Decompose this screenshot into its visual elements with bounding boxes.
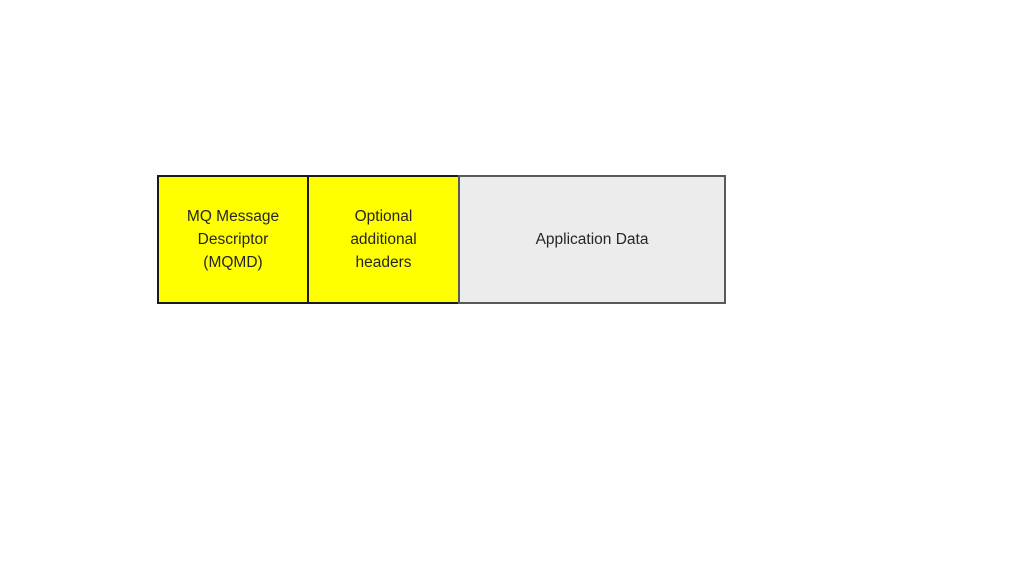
box-label-line: Optional (354, 208, 413, 225)
box-label-line: headers (355, 254, 412, 271)
box-label-line: Descriptor (197, 231, 269, 248)
box-label-line: (MQMD) (203, 254, 263, 271)
box-label-line: Application Data (535, 231, 649, 248)
box-application-data: Application Data (458, 175, 726, 304)
box-label-line: MQ Message (186, 208, 280, 225)
mq-message-structure-diagram: MQ Message Descriptor (MQMD) Optional ad… (157, 175, 726, 304)
box-label-line: additional (350, 231, 417, 248)
box-optional-additional-headers: Optional additional headers (307, 175, 460, 304)
box-mq-message-descriptor: MQ Message Descriptor (MQMD) (157, 175, 309, 304)
